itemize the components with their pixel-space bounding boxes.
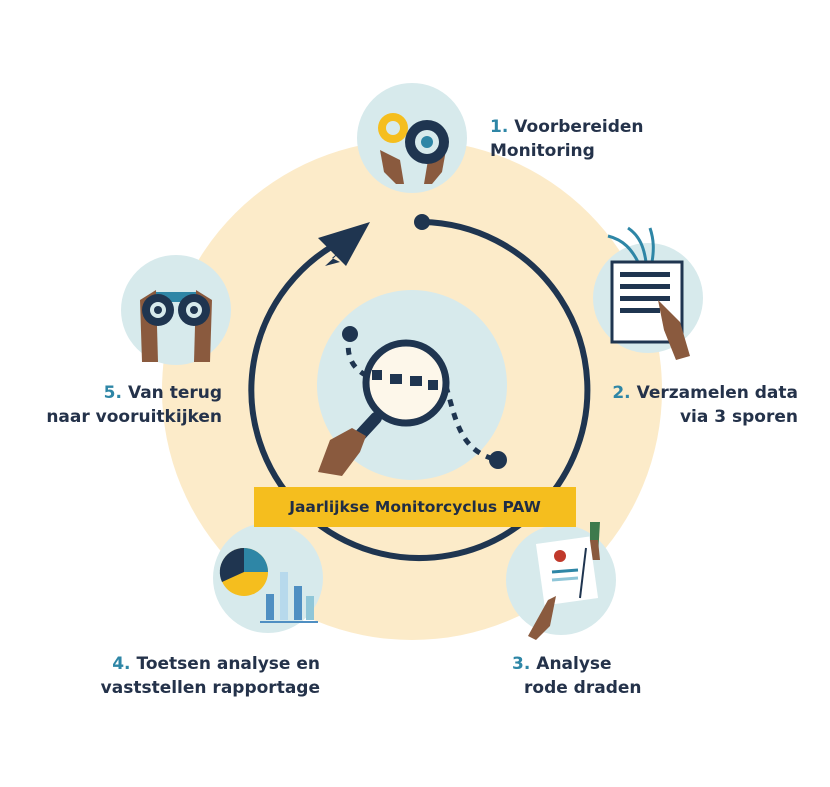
step-4-label: 4.Toetsen analyse en vaststellen rapport… (101, 652, 320, 700)
step-3-line-1: Analyse (536, 654, 612, 674)
step-4-number: 4. (112, 654, 131, 674)
step-5-icon-group (121, 255, 231, 365)
step-2-line-1: Verzamelen data (636, 383, 798, 403)
step-2-label: 2.Verzamelen data via 3 sporen (612, 381, 798, 429)
step-4-icon-group (213, 523, 323, 633)
step-4-line-1: Toetsen analyse en (136, 654, 321, 674)
step-3-label: 3.Analyse rode draden (512, 652, 642, 700)
magnifier-icon (318, 326, 507, 476)
document-icon (607, 226, 690, 360)
report-info-icon (528, 522, 600, 640)
step-4-line-2: vaststellen rapportage (100, 678, 320, 698)
step-1-line-1: Voorbereiden (514, 117, 644, 137)
step-5-label: 5.Van terug naar vooruitkijken (46, 381, 222, 429)
step-2-line-2: via 3 sporen (679, 407, 798, 427)
cycle-arrow (248, 214, 591, 561)
step-5-line-1: Van terug (127, 383, 222, 403)
step-1-number: 1. (490, 117, 509, 137)
cycle-title-banner: Jaarlijkse Monitorcyclus PAW (254, 487, 576, 527)
gears-icon (378, 113, 449, 184)
step-3-line-2: rode draden (524, 678, 642, 698)
step-3-icon-group (506, 522, 616, 640)
step-1-line-2: Monitoring (490, 141, 595, 161)
charts-icon (219, 547, 318, 623)
step-5-number: 5. (103, 383, 122, 403)
step-3-number: 3. (512, 654, 531, 674)
step-1-icon-group (357, 83, 467, 193)
step-5-line-2: naar vooruitkijken (46, 407, 222, 427)
step-2-number: 2. (612, 383, 631, 403)
step-1-label: 1.Voorbereiden Monitoring (490, 115, 644, 163)
binoculars-icon (140, 290, 212, 362)
step-2-icon-group (593, 226, 703, 360)
